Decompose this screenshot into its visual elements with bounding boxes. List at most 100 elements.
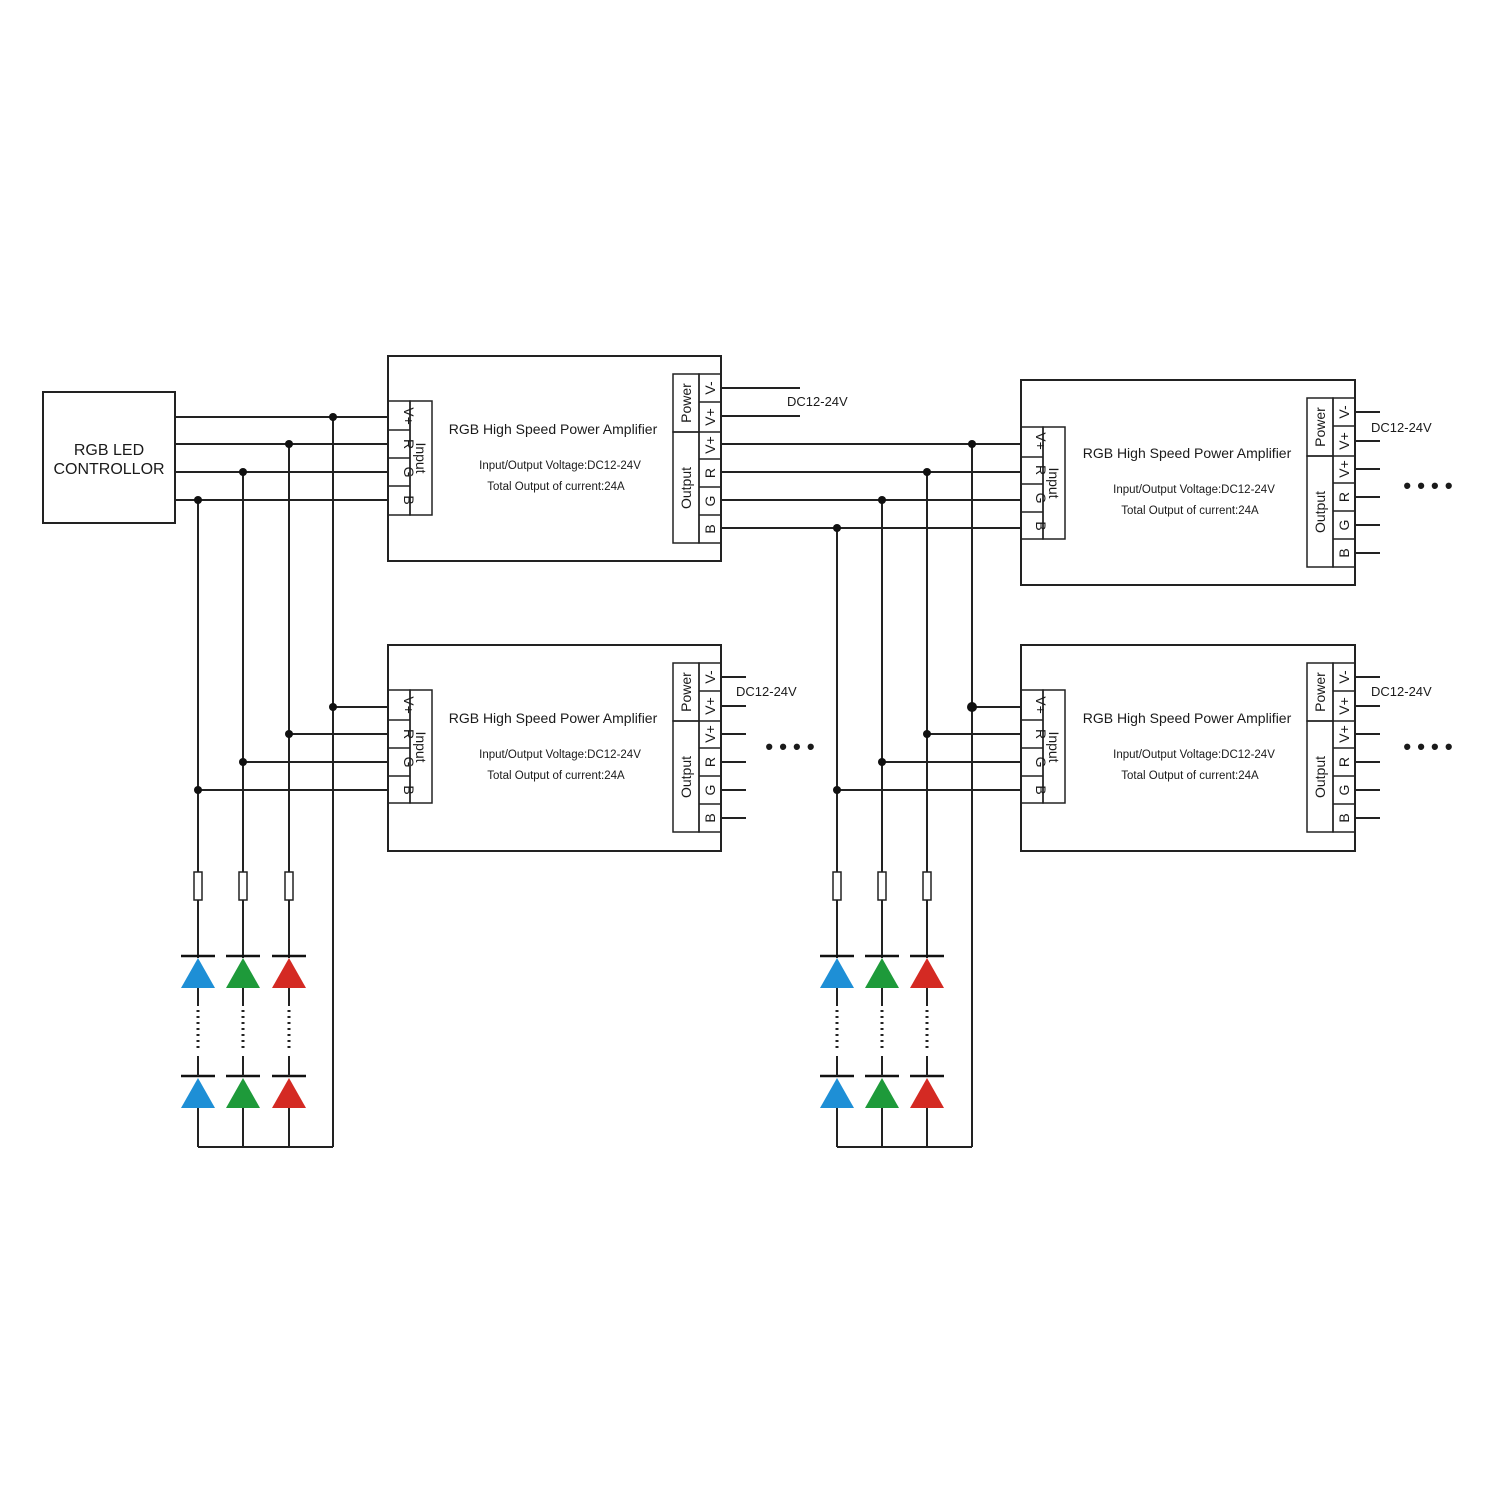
amp2-input-pin-b: B xyxy=(1033,521,1049,530)
amp2-current: Total Output of current:24A xyxy=(1121,505,1259,517)
amp1-output-wires xyxy=(721,443,1021,529)
led-red-icon xyxy=(910,1078,944,1108)
amp2-title: RGB High Speed Power Amplifier xyxy=(1083,445,1292,461)
amp4-output-pin-b: B xyxy=(1336,813,1352,822)
amplifier-2: V+ R G B Input RGB High Speed Power Ampl… xyxy=(1020,379,1453,586)
amp2-output-pin-g: G xyxy=(1336,520,1352,531)
amp4-voltage: Input/Output Voltage:DC12-24V xyxy=(1113,749,1275,761)
resistor-icon xyxy=(238,871,248,901)
resistor-icon xyxy=(193,871,203,901)
amp4-output-label: Output xyxy=(1312,756,1328,798)
amp1-input-pin-vplus: V+ xyxy=(401,407,417,425)
amp3-output-pin-r: R xyxy=(702,757,718,767)
controller-label-line1: RGB LED xyxy=(74,442,144,459)
amp4-power-pin-vminus: V- xyxy=(1336,670,1352,684)
junction-dot-icon xyxy=(878,758,886,766)
led-green-icon xyxy=(226,1078,260,1108)
amp4-input-pin-vplus: V+ xyxy=(1033,696,1049,714)
amp2-output-pin-r: R xyxy=(1336,492,1352,502)
junction-dot-icon xyxy=(194,496,202,504)
amp3-voltage: Input/Output Voltage:DC12-24V xyxy=(479,749,641,761)
amp2-output-pin-vplus: V+ xyxy=(1336,460,1352,478)
junction-dot-icon xyxy=(329,413,337,421)
resistor-icon xyxy=(877,871,887,901)
junction-dot-icon xyxy=(923,468,931,476)
amp1-input-label: Input xyxy=(413,442,429,473)
junction-dot-icon xyxy=(833,524,841,532)
rgb-led-controller: RGB LED CONTROLLOR xyxy=(42,391,176,524)
amplifier-4: V+ R G B Input RGB High Speed Power Ampl… xyxy=(1020,644,1453,852)
amp1-input-pin-r: R xyxy=(401,439,417,449)
amp1-voltage: Input/Output Voltage:DC12-24V xyxy=(479,460,641,472)
amp4-input-pin-b: B xyxy=(1033,785,1049,794)
amp3-input-pin-r: R xyxy=(401,729,417,739)
amp3-supply-label: DC12-24V xyxy=(736,684,797,699)
amp3-input-label: Input xyxy=(413,731,429,762)
led-strings xyxy=(181,871,972,1148)
led-red-icon xyxy=(910,958,944,988)
amp4-power-pin-vplus: V+ xyxy=(1336,697,1352,715)
junction-dot-icon xyxy=(285,440,293,448)
amp3-output-pin-g: G xyxy=(702,785,718,796)
amp2-input-pin-r: R xyxy=(1033,465,1049,475)
controller-wires xyxy=(175,416,388,501)
amp3-power-label: Power xyxy=(678,672,694,712)
amp1-power-pin-vplus: V+ xyxy=(702,408,718,426)
middle-bus-lines xyxy=(836,444,1021,1147)
junction-dot-icon xyxy=(833,786,841,794)
amp3-power-pin-vminus: V- xyxy=(702,670,718,684)
amp3-continuation-dots: • • • • xyxy=(765,734,814,759)
amp2-power-pin-vminus: V- xyxy=(1336,405,1352,419)
junction-dot-icon xyxy=(923,730,931,738)
amp4-input-pin-r: R xyxy=(1033,729,1049,739)
amp1-output-pin-g: G xyxy=(702,496,718,507)
amp2-input-pin-g: G xyxy=(1033,493,1049,504)
resistor-icon xyxy=(922,871,932,901)
led-blue-icon xyxy=(181,1078,215,1108)
amp2-supply-label: DC12-24V xyxy=(1371,420,1432,435)
led-green-icon xyxy=(865,1078,899,1108)
amp2-input-pin-vplus: V+ xyxy=(1033,432,1049,450)
junction-dots xyxy=(194,413,977,794)
junction-dot-icon xyxy=(878,496,886,504)
amp2-input-label: Input xyxy=(1046,467,1062,498)
amp1-title: RGB High Speed Power Amplifier xyxy=(449,421,658,437)
amplifier-1: V+ R G B Input RGB High Speed Power Ampl… xyxy=(387,355,848,562)
junction-dot-icon xyxy=(285,730,293,738)
amp1-power-pin-vminus: V- xyxy=(702,381,718,395)
amp3-input-pin-b: B xyxy=(401,785,417,794)
led-red-icon xyxy=(272,958,306,988)
amp2-power-pin-vplus: V+ xyxy=(1336,432,1352,450)
amp4-continuation-dots: • • • • xyxy=(1403,734,1452,759)
amp1-power-label: Power xyxy=(678,383,694,423)
amp2-power-label: Power xyxy=(1312,407,1328,447)
junction-dot-icon xyxy=(967,702,977,712)
amp1-output-label: Output xyxy=(678,467,694,509)
led-blue-icon xyxy=(820,958,854,988)
amp3-power-pin-vplus: V+ xyxy=(702,697,718,715)
led-red-icon xyxy=(272,1078,306,1108)
resistor-icon xyxy=(284,871,294,901)
junction-dot-icon xyxy=(239,468,247,476)
junction-dot-icon xyxy=(968,440,976,448)
led-green-icon xyxy=(226,958,260,988)
amp2-voltage: Input/Output Voltage:DC12-24V xyxy=(1113,484,1275,496)
resistor-icon xyxy=(832,871,842,901)
amp4-current: Total Output of current:24A xyxy=(1121,770,1259,782)
amp3-input-pin-vplus: V+ xyxy=(401,696,417,714)
amp1-output-pin-r: R xyxy=(702,468,718,478)
amp4-output-pin-g: G xyxy=(1336,785,1352,796)
led-blue-icon xyxy=(181,958,215,988)
amp2-continuation-dots: • • • • xyxy=(1403,473,1452,498)
amp4-input-label: Input xyxy=(1046,731,1062,762)
amp1-current: Total Output of current:24A xyxy=(487,481,625,493)
amplifier-3: V+ R G B Input RGB High Speed Power Ampl… xyxy=(387,644,815,852)
amp1-output-pin-b: B xyxy=(702,524,718,533)
amp4-power-label: Power xyxy=(1312,672,1328,712)
amp3-title: RGB High Speed Power Amplifier xyxy=(449,710,658,726)
amp3-current: Total Output of current:24A xyxy=(487,770,625,782)
junction-dot-icon xyxy=(239,758,247,766)
amp1-input-pin-g: G xyxy=(401,467,417,478)
amp3-output-pin-b: B xyxy=(702,813,718,822)
amp1-input-pin-b: B xyxy=(401,495,417,504)
